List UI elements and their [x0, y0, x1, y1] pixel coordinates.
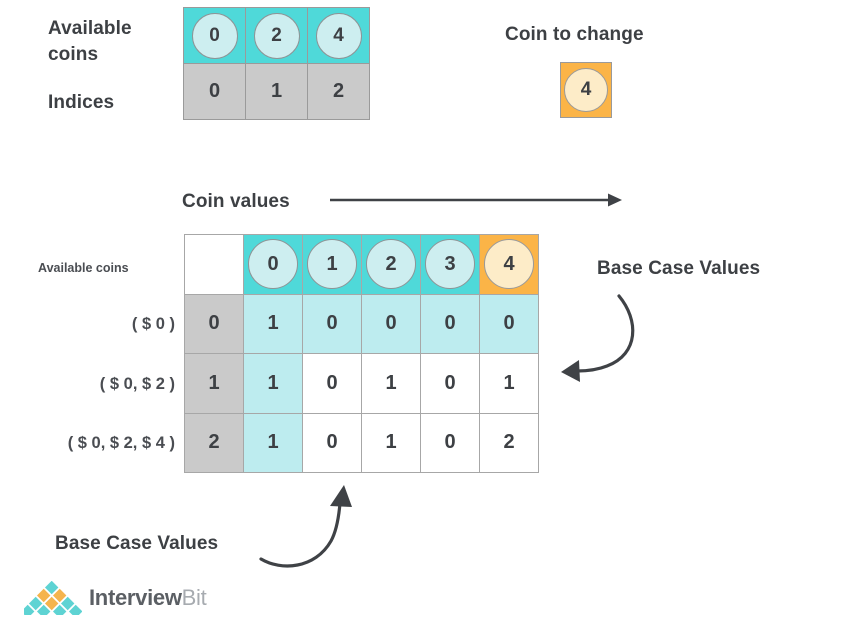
- dp-cell-1-4: 1: [479, 353, 539, 414]
- top-index-cell-1: 1: [245, 63, 308, 120]
- top-coin-cell-0: 0: [183, 7, 246, 64]
- top-table-coins-row: 0 2 4: [183, 7, 370, 64]
- row-label-2: ( $ 0, $ 2, $ 4 ): [67, 434, 175, 452]
- dp-cell-2-0: 1: [243, 412, 303, 473]
- coin-chip-target: 4: [484, 239, 534, 290]
- coin-chip: 0: [248, 239, 298, 290]
- coin-values-label: Coin values: [182, 191, 290, 212]
- dp-col-header-0: 0: [243, 234, 303, 295]
- available-coins-label-main: Available coins: [38, 261, 129, 275]
- top-index-cell-2: 2: [307, 63, 370, 120]
- coin-chip: 0: [191, 12, 238, 59]
- dp-row-index-0: 0: [184, 293, 244, 354]
- interviewbit-wordmark: InterviewBit: [89, 585, 207, 610]
- row-label-0: ( $ 0 ): [131, 315, 175, 333]
- interviewbit-logo: InterviewBit: [24, 581, 207, 615]
- coin-to-change-label: Coin to change: [505, 24, 644, 45]
- coin-values-arrow-icon: [330, 193, 622, 207]
- available-coins-table: 0 2 4 0 1 2: [183, 7, 370, 120]
- dp-cell-1-0: 1: [243, 353, 303, 414]
- coin-chip-target: 4: [564, 68, 608, 112]
- indices-label-top: Indices: [48, 92, 115, 113]
- base-case-values-label-right: Base Case Values: [597, 258, 761, 279]
- interviewbit-logo-icon: [24, 581, 82, 615]
- table-row: 1 1 0 1 0 1: [184, 353, 539, 414]
- dp-cell-1-2: 1: [361, 353, 421, 414]
- dp-cell-0-4: 0: [479, 293, 539, 354]
- logo-text-interview: Interview: [89, 585, 182, 610]
- dp-col-header-4-target: 4: [479, 234, 539, 295]
- dp-cell-2-1: 0: [302, 412, 362, 473]
- dp-cell-0-2: 0: [361, 293, 421, 354]
- top-coin-cell-2: 4: [307, 7, 370, 64]
- coin-to-change-box: 4: [560, 62, 612, 118]
- dp-cell-1-1: 0: [302, 353, 362, 414]
- base-case-values-label-bottom: Base Case Values: [55, 533, 219, 554]
- dp-header-row: 0 1 2 3 4: [184, 234, 539, 295]
- top-coin-cell-1: 2: [245, 7, 308, 64]
- coin-chip: 1: [307, 239, 357, 290]
- dp-cell-2-3: 0: [420, 412, 480, 473]
- dp-table: 0 1 2 3 4 0 1 0 0 0 0 1 1 0: [184, 234, 539, 473]
- dp-cell-2-2: 1: [361, 412, 421, 473]
- logo-text-bit: Bit: [181, 585, 207, 610]
- table-row: 2 1 0 1 0 2: [184, 412, 539, 473]
- dp-cell-0-3: 0: [420, 293, 480, 354]
- base-case-arrow-bottom-icon: [259, 485, 352, 568]
- coin-chip: 3: [425, 239, 475, 290]
- row-label-1: ( $ 0, $ 2 ): [99, 375, 175, 393]
- top-table-indices-row: 0 1 2: [183, 63, 370, 120]
- dp-cell-0-0: 1: [243, 293, 303, 354]
- top-index-cell-0: 0: [183, 63, 246, 120]
- coin-chip: 4: [315, 12, 362, 59]
- coin-chip: 2: [253, 12, 300, 59]
- coin-chip: 2: [366, 239, 416, 290]
- dp-row-index-2: 2: [184, 412, 244, 473]
- available-coins-label-top: Available coins: [48, 18, 132, 65]
- base-case-arrow-right-icon: [561, 294, 635, 382]
- dp-row-index-1: 1: [184, 353, 244, 414]
- table-row: 0 1 0 0 0 0: [184, 293, 539, 354]
- dp-cell-2-4: 2: [479, 412, 539, 473]
- dp-cell-0-1: 0: [302, 293, 362, 354]
- dp-col-header-3: 3: [420, 234, 480, 295]
- dp-corner-cell: [184, 234, 244, 295]
- dp-col-header-2: 2: [361, 234, 421, 295]
- dp-cell-1-3: 0: [420, 353, 480, 414]
- dp-col-header-1: 1: [302, 234, 362, 295]
